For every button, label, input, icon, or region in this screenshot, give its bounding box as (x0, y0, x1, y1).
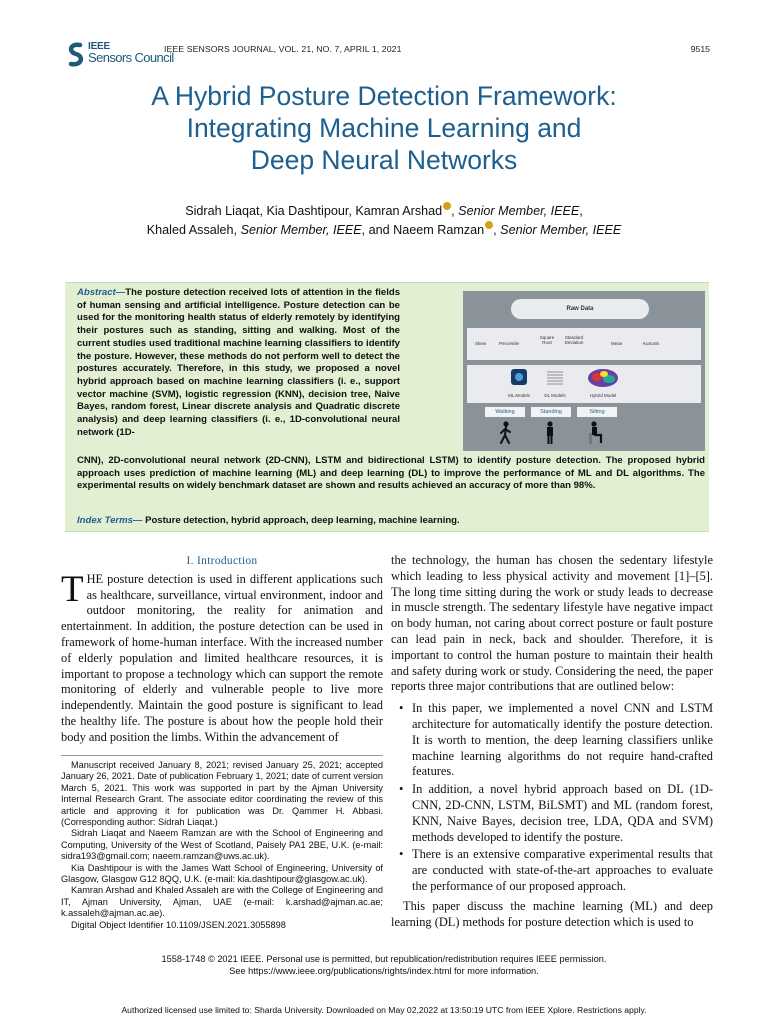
right-column: the technology, the human has chosen the… (391, 553, 713, 930)
activity-label: Sitting (577, 407, 617, 417)
copyright-notice: 1558-1748 © 2021 IEEE. Personal use is p… (60, 954, 708, 977)
figure-models-panel: ML Models DL Models Hybrid Model (467, 365, 701, 403)
abstract-text-upper: Abstract—The posture detection received … (77, 287, 400, 438)
logo-ieee-text: IEEE (88, 41, 110, 52)
ml-model-icon (511, 369, 527, 385)
contribution-list: In this paper, we implemented a novel CN… (391, 701, 713, 895)
feature-label: Percentile (499, 341, 520, 346)
feature-label: Kurtosis (643, 341, 660, 346)
orcid-icon[interactable] (443, 202, 452, 210)
dl-model-icon (547, 371, 563, 385)
activity-label: Standing (531, 407, 571, 417)
journal-citation: IEEE SENSORS JOURNAL, VOL. 21, NO. 7, AP… (164, 44, 402, 54)
figure-raw-data: Raw Data (511, 299, 649, 319)
copyright-line-1: 1558-1748 © 2021 IEEE. Personal use is p… (161, 954, 607, 964)
title-line-1: A Hybrid Posture Detection Framework: (151, 81, 617, 111)
sitting-person-icon (589, 421, 603, 444)
ieee-sensors-council-logo: IEEE Sensors Council (66, 40, 174, 70)
list-item: In addition, a novel hybrid approach bas… (391, 782, 713, 845)
footnote-doi: Digital Object Identifier 10.1109/JSEN.2… (71, 919, 286, 930)
hybrid-model-icon (588, 369, 618, 387)
member-grade: Senior Member, IEEE (458, 204, 580, 218)
abstract-text-lower: CNN), 2D-convolutional neural network (2… (77, 455, 705, 492)
section-heading: I. Introduction (186, 555, 258, 567)
list-item: There is an extensive comparative experi… (391, 847, 713, 894)
right-paragraph: the technology, the human has chosen the… (391, 553, 713, 694)
activity-label: Walking (485, 407, 525, 417)
title-line-2: Integrating Machine Learning and (186, 113, 582, 143)
footnote-affiliation: Kamran Arshad and Khaled Assaleh are wit… (61, 885, 383, 919)
index-terms: Index Terms— Posture detection, hybrid a… (77, 515, 460, 526)
footnote-affiliation: Kia Dashtipour is with the James Watt Sc… (61, 862, 383, 885)
feature-label: Mean (611, 341, 623, 346)
model-label: DL Models (544, 393, 566, 398)
copyright-line-2: See https://www.ieee.org/publications/ri… (229, 965, 539, 976)
logo-council-text: Sensors Council (88, 50, 174, 65)
author-list: Sidrah Liaqat, Kia Dashtipour, Kamran Ar… (146, 202, 622, 237)
authors-line-2: Khaled Assaleh, (146, 223, 241, 237)
footnote-manuscript: Manuscript received January 8, 2021; rev… (61, 760, 383, 828)
figure-features-panel: Skew Percentile Square Root Standard Dev… (467, 328, 701, 360)
feature-label: Standard Deviation (564, 335, 584, 345)
abstract-label: Abstract (77, 287, 116, 298)
drop-cap: T (61, 568, 84, 610)
footnote-affiliation: Sidrah Liaqat and Naeem Ramzan are with … (61, 828, 383, 862)
orcid-icon[interactable] (485, 221, 494, 229)
footnote-block: Manuscript received January 8, 2021; rev… (61, 755, 383, 931)
feature-label: Skew (475, 341, 487, 346)
right-paragraph-2: This paper discuss the machine learning … (391, 898, 713, 929)
title-line-3: Deep Neural Networks (250, 145, 518, 175)
model-label: ML Models (508, 393, 530, 398)
page-number: 9515 (690, 44, 710, 54)
walking-person-icon (500, 421, 511, 444)
graphical-abstract-figure: Raw Data Skew Percentile Square Root Sta… (463, 291, 705, 451)
member-grade: Senior Member, IEEE (240, 223, 362, 237)
authorized-use-notice: Authorized licensed use limited to: Shar… (121, 1005, 647, 1015)
member-grade: Senior Member, IEEE (500, 223, 622, 237)
feature-label: Square Root (539, 335, 555, 345)
index-terms-label: Index Terms (77, 515, 133, 526)
list-item: In this paper, we implemented a novel CN… (391, 701, 713, 780)
authors-line-1: Sidrah Liaqat, Kia Dashtipour, Kamran Ar… (185, 204, 443, 218)
standing-person-icon (547, 421, 553, 444)
sensors-swirl-icon (68, 42, 84, 67)
model-label: Hybrid Model (589, 393, 617, 398)
paper-title: A Hybrid Posture Detection Framework: In… (60, 80, 708, 176)
